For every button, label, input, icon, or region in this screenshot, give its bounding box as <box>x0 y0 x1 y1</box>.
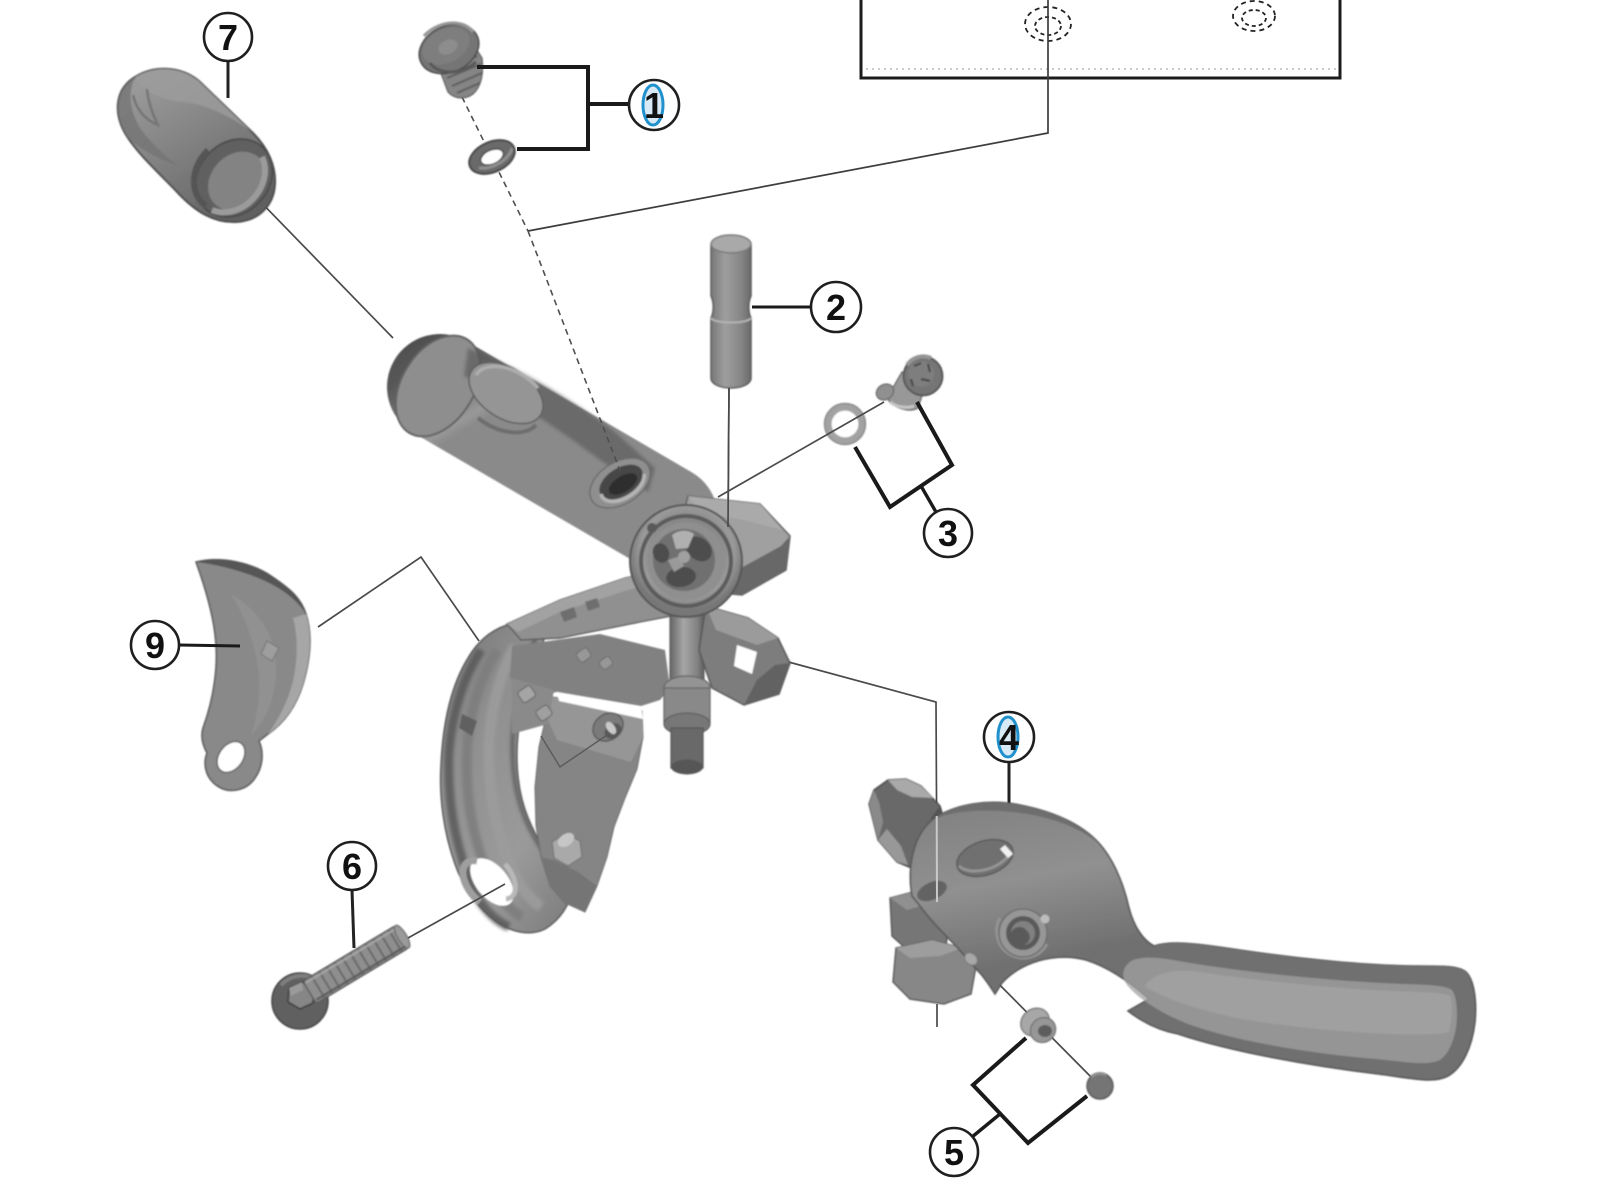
svg-text:5: 5 <box>944 1132 964 1173</box>
svg-text:2: 2 <box>826 287 846 328</box>
svg-text:6: 6 <box>342 846 362 887</box>
svg-text:4: 4 <box>999 717 1019 758</box>
svg-text:7: 7 <box>218 17 238 58</box>
svg-text:9: 9 <box>145 625 165 666</box>
svg-text:3: 3 <box>938 513 958 554</box>
svg-text:1: 1 <box>644 85 664 126</box>
